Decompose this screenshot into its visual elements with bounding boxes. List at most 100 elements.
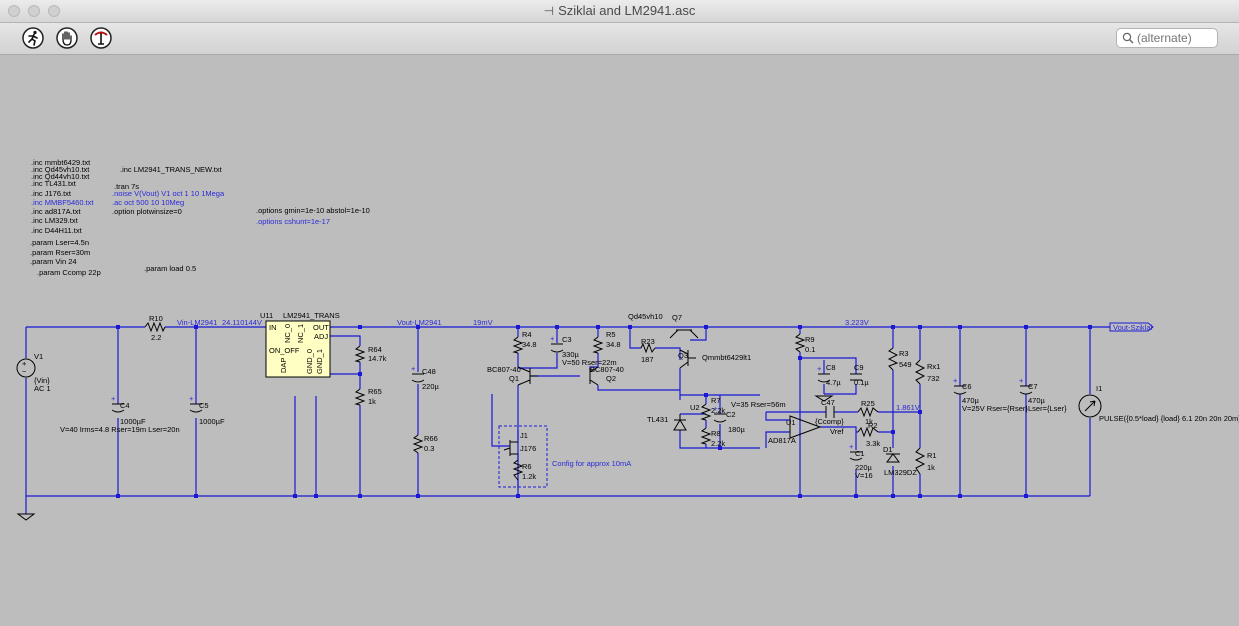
wires (25, 326, 1110, 514)
u2-tl431[interactable] (673, 414, 687, 431)
c5-capacitor[interactable] (189, 403, 203, 413)
c8-capacitor[interactable] (817, 373, 831, 383)
probe-icon[interactable] (89, 26, 113, 50)
inc-line: .inc mmbt6429.txt (31, 158, 91, 167)
c1-name: C1 (855, 449, 865, 458)
r64-resistor[interactable] (354, 345, 366, 363)
c6-capacitor[interactable] (953, 385, 967, 395)
r25-value: 1k (865, 417, 873, 426)
config-note: Config for approx 10mA (552, 459, 631, 468)
u11-pin-onoff: ON_OFF (269, 346, 300, 355)
r6-value: 1.2k (522, 472, 536, 481)
q2-transistor[interactable] (589, 366, 599, 386)
hand-icon[interactable] (55, 26, 79, 50)
r10-resistor[interactable] (144, 321, 166, 333)
ac-directive: .ac oct 500 10 10Meg (112, 198, 184, 207)
c2-capacitor[interactable] (713, 413, 727, 423)
search-box[interactable] (1116, 28, 1218, 48)
r7-resistor[interactable] (700, 403, 712, 421)
v1-ac: AC 1 (34, 384, 51, 393)
i1-value: PULSE({0.5*load} {load} 6.1 20n 20n 20m) (1099, 414, 1239, 423)
c7-name: C7 (1028, 382, 1038, 391)
j1-jfet[interactable] (503, 440, 518, 456)
q1-part: BC807-40 (487, 365, 521, 374)
schematic-svg[interactable]: .inc mmbt6429.txt .inc Qd45vh10.txt .inc… (0, 55, 1239, 622)
c7-capacitor[interactable] (1019, 385, 1033, 395)
q7-transistor[interactable] (669, 329, 699, 339)
search-input[interactable] (1137, 30, 1215, 46)
r65-resistor[interactable] (354, 388, 366, 406)
q3-part: Qmmbt6429lt1 (702, 353, 751, 362)
inc-directives: .inc mmbt6429.txt .inc Qd45vh10.txt .inc… (31, 158, 94, 235)
u11-pin-in: IN (269, 323, 277, 332)
q2-name: Q2 (606, 374, 616, 383)
vref-label: Vref (830, 427, 844, 436)
c7-value: 470µ (1028, 396, 1046, 405)
inc-line: .inc LM329.txt (31, 216, 79, 225)
d1-zener[interactable] (886, 453, 900, 463)
search-icon (1122, 32, 1134, 44)
r4-resistor[interactable] (512, 336, 524, 354)
q1-transistor[interactable] (517, 366, 538, 386)
net-rail-voltage: 3.223V (845, 318, 869, 327)
j1-part: J176 (520, 444, 536, 453)
c48-plus-symbol: + (411, 364, 416, 373)
r1-value: 1k (927, 463, 935, 472)
r3-resistor[interactable] (887, 347, 899, 371)
u11-part: LM2941_TRANS (283, 311, 340, 320)
c47-name: C47 (821, 398, 835, 407)
c3-value: 330µ (562, 350, 580, 359)
c47-capacitor[interactable] (825, 406, 835, 418)
minimize-window-button[interactable] (28, 5, 40, 17)
close-window-button[interactable] (8, 5, 20, 17)
c4-capacitor[interactable] (111, 403, 125, 413)
r10-value: 2.2 (151, 333, 161, 342)
c47-value: {Ccomp} (815, 417, 844, 426)
u11-pin-nc1: NC_1 (296, 324, 305, 343)
r23-resistor[interactable] (640, 342, 656, 354)
q3-transistor[interactable] (679, 349, 696, 369)
c6-name: C6 (962, 382, 972, 391)
r5-name: R5 (606, 330, 616, 339)
output-port[interactable] (1109, 322, 1154, 332)
c48-capacitor[interactable] (411, 373, 425, 383)
u1-part: AD817A (768, 436, 796, 445)
param-directives: .param Lser=4.5n .param Rser=30m .param … (30, 238, 90, 266)
r5-resistor[interactable] (592, 336, 604, 354)
c7-plus-symbol: + (1019, 376, 1024, 385)
r66-resistor[interactable] (412, 434, 424, 454)
u2-name: U2 (690, 403, 700, 412)
u1-opamp[interactable] (789, 415, 822, 439)
rx1-resistor[interactable] (914, 359, 926, 385)
run-icon[interactable] (21, 26, 45, 50)
c3-capacitor[interactable] (550, 343, 564, 353)
v1-source[interactable]: + − (16, 358, 36, 378)
c4-value: 1000µF (120, 417, 146, 426)
c6-plus-symbol: + (953, 376, 958, 385)
c3-plus-symbol: + (550, 334, 555, 343)
rx1-name: Rx1 (927, 362, 940, 371)
r1-resistor[interactable] (914, 447, 926, 475)
r64-value: 14.7k (368, 354, 387, 363)
param-line: .param Vin 24 (30, 257, 77, 266)
r2-resistor[interactable] (857, 426, 879, 438)
zoom-window-button[interactable] (48, 5, 60, 17)
c9-capacitor[interactable] (850, 373, 862, 381)
i1-current-source[interactable] (1078, 394, 1102, 418)
toolbar (0, 23, 1239, 55)
u11-pin-nc0: NC_0 (283, 324, 292, 343)
q3-name: Q3 (678, 351, 688, 360)
rx1-value: 732 (927, 374, 940, 383)
r8-resistor[interactable] (700, 427, 712, 445)
c1-capacitor[interactable] (849, 451, 863, 461)
schematic-canvas[interactable]: .inc mmbt6429.txt .inc Qd45vh10.txt .inc… (0, 55, 1239, 622)
r9-resistor[interactable] (794, 333, 806, 353)
u11-regulator[interactable] (265, 320, 331, 378)
c4-plus-symbol: + (111, 394, 116, 403)
r25-resistor[interactable] (857, 406, 879, 418)
r1-name: R1 (927, 451, 937, 460)
r6-resistor[interactable] (512, 459, 524, 481)
r66-name: R66 (424, 434, 438, 443)
c6-value: 470µ (962, 396, 980, 405)
v1-plus-symbol: + (22, 359, 27, 368)
